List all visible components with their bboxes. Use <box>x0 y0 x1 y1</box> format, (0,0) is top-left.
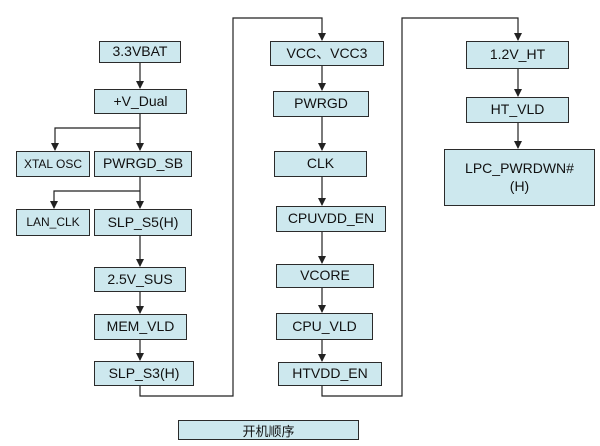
node-xtal-osc: XTAL OSC <box>16 151 90 177</box>
arrow-pwrgdsb-to-lanclk <box>50 190 140 209</box>
connector-htvdd-to-12vht <box>321 17 522 397</box>
node-3.3vbat: 3.3VBAT <box>99 41 181 63</box>
node-cpu-vld: CPU_VLD <box>276 313 373 340</box>
node-ht-vld: HT_VLD <box>466 97 569 123</box>
diagram-caption: 开机顺序 <box>178 420 359 440</box>
node-vcore: VCORE <box>276 264 374 288</box>
node-v-dual: +V_Dual <box>94 89 187 114</box>
node-htvdd-en: HTVDD_EN <box>278 362 382 386</box>
node-vcc-vcc3: VCC、VCC3 <box>270 41 384 66</box>
arrow-vdual-to-xtal <box>51 127 140 151</box>
node-lan-clk: LAN_CLK <box>16 209 90 236</box>
node-slp-s5: SLP_S5(H) <box>94 209 192 236</box>
node-2.5v-sus: 2.5V_SUS <box>94 267 186 292</box>
node-mem-vld: MEM_VLD <box>94 314 187 340</box>
node-slp-s3: SLP_S3(H) <box>94 361 194 386</box>
node-cpuvdd-en: CPUVDD_EN <box>276 206 386 232</box>
node-lpc-pwrdwn: LPC_PWRDWN# (H) <box>444 149 595 206</box>
node-clk: CLK <box>274 151 367 177</box>
connector-slps3-to-vcc <box>139 17 326 397</box>
node-1.2v-ht: 1.2V_HT <box>466 41 569 69</box>
node-pwrgd: PWRGD <box>273 91 369 117</box>
node-pwrgd-sb: PWRGD_SB <box>94 151 192 177</box>
